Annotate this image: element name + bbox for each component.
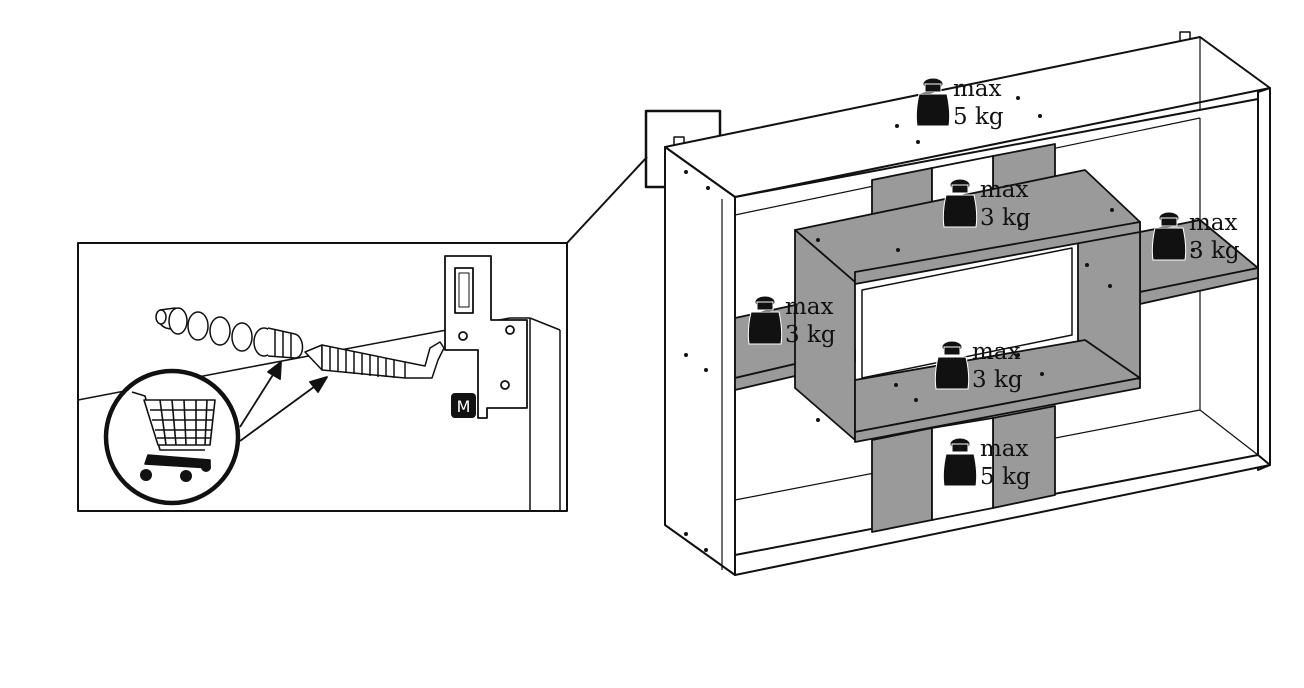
- load-label-amount: 5 kg: [953, 104, 1004, 130]
- left-side-panel: [664, 146, 736, 576]
- load-label-word: max: [1189, 210, 1238, 236]
- load-label-word: max: [972, 339, 1021, 365]
- load-label-word: max: [785, 294, 834, 320]
- load-label-amount: 3 kg: [980, 205, 1031, 231]
- pointer-arrows: [239, 361, 328, 442]
- weight-icon: [747, 295, 783, 345]
- callout-line: [566, 156, 648, 244]
- weight-icon: [1151, 211, 1187, 261]
- load-label-amount: 3 kg: [1189, 238, 1240, 264]
- part-badge-label: M: [457, 397, 471, 416]
- right-side-panel: [1257, 87, 1271, 471]
- cabinet-corner-edge: [529, 317, 561, 331]
- weight-icon: [915, 77, 951, 127]
- screw-hook-icon: [304, 341, 445, 379]
- cart-icon: [103, 368, 241, 506]
- part-badge: M: [451, 393, 476, 418]
- weight-icon: [934, 340, 970, 390]
- wall-shelf-unit: [664, 36, 1271, 576]
- load-label-amount: 3 kg: [785, 322, 836, 348]
- hanging-bracket-icon: [444, 255, 528, 419]
- detail-inset: M: [77, 156, 648, 512]
- wall-plug-icon: [155, 307, 304, 359]
- bracket-marker-right: [1179, 31, 1191, 43]
- central-opening: [861, 247, 1073, 379]
- screw-holes: [684, 96, 1195, 552]
- weight-icon: [942, 178, 978, 228]
- weight-icon: [942, 437, 978, 487]
- load-label-amount: 3 kg: [972, 367, 1023, 393]
- load-label-word: max: [980, 177, 1029, 203]
- top-panel-inner-edge: [734, 98, 1259, 198]
- load-label-word: max: [980, 436, 1029, 462]
- load-label-amount: 5 kg: [980, 464, 1031, 490]
- load-label-word: max: [953, 76, 1002, 102]
- bottom-panel: [734, 454, 1271, 576]
